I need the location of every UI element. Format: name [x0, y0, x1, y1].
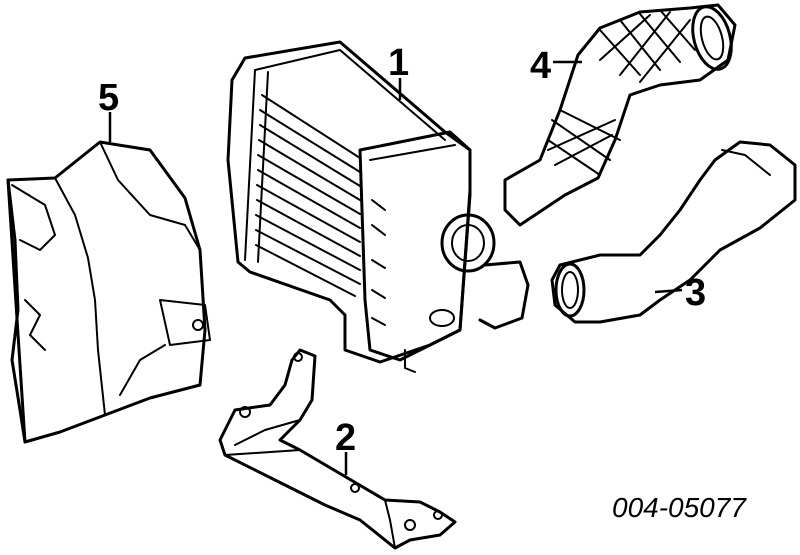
part-4-hose	[503, 3, 737, 227]
leader-lines	[108, 60, 683, 475]
part-3-hose	[550, 140, 797, 324]
callout-2: 2	[335, 417, 356, 459]
callout-4: 4	[530, 45, 551, 87]
callout-1: 1	[388, 42, 409, 84]
part-5-duct	[6, 140, 211, 444]
part-1-intercooler	[226, 40, 530, 373]
callout-5: 5	[98, 77, 119, 119]
part-2-bracket	[218, 348, 457, 550]
callout-3: 3	[685, 272, 706, 314]
diagram-code: 004-05077	[612, 492, 747, 523]
